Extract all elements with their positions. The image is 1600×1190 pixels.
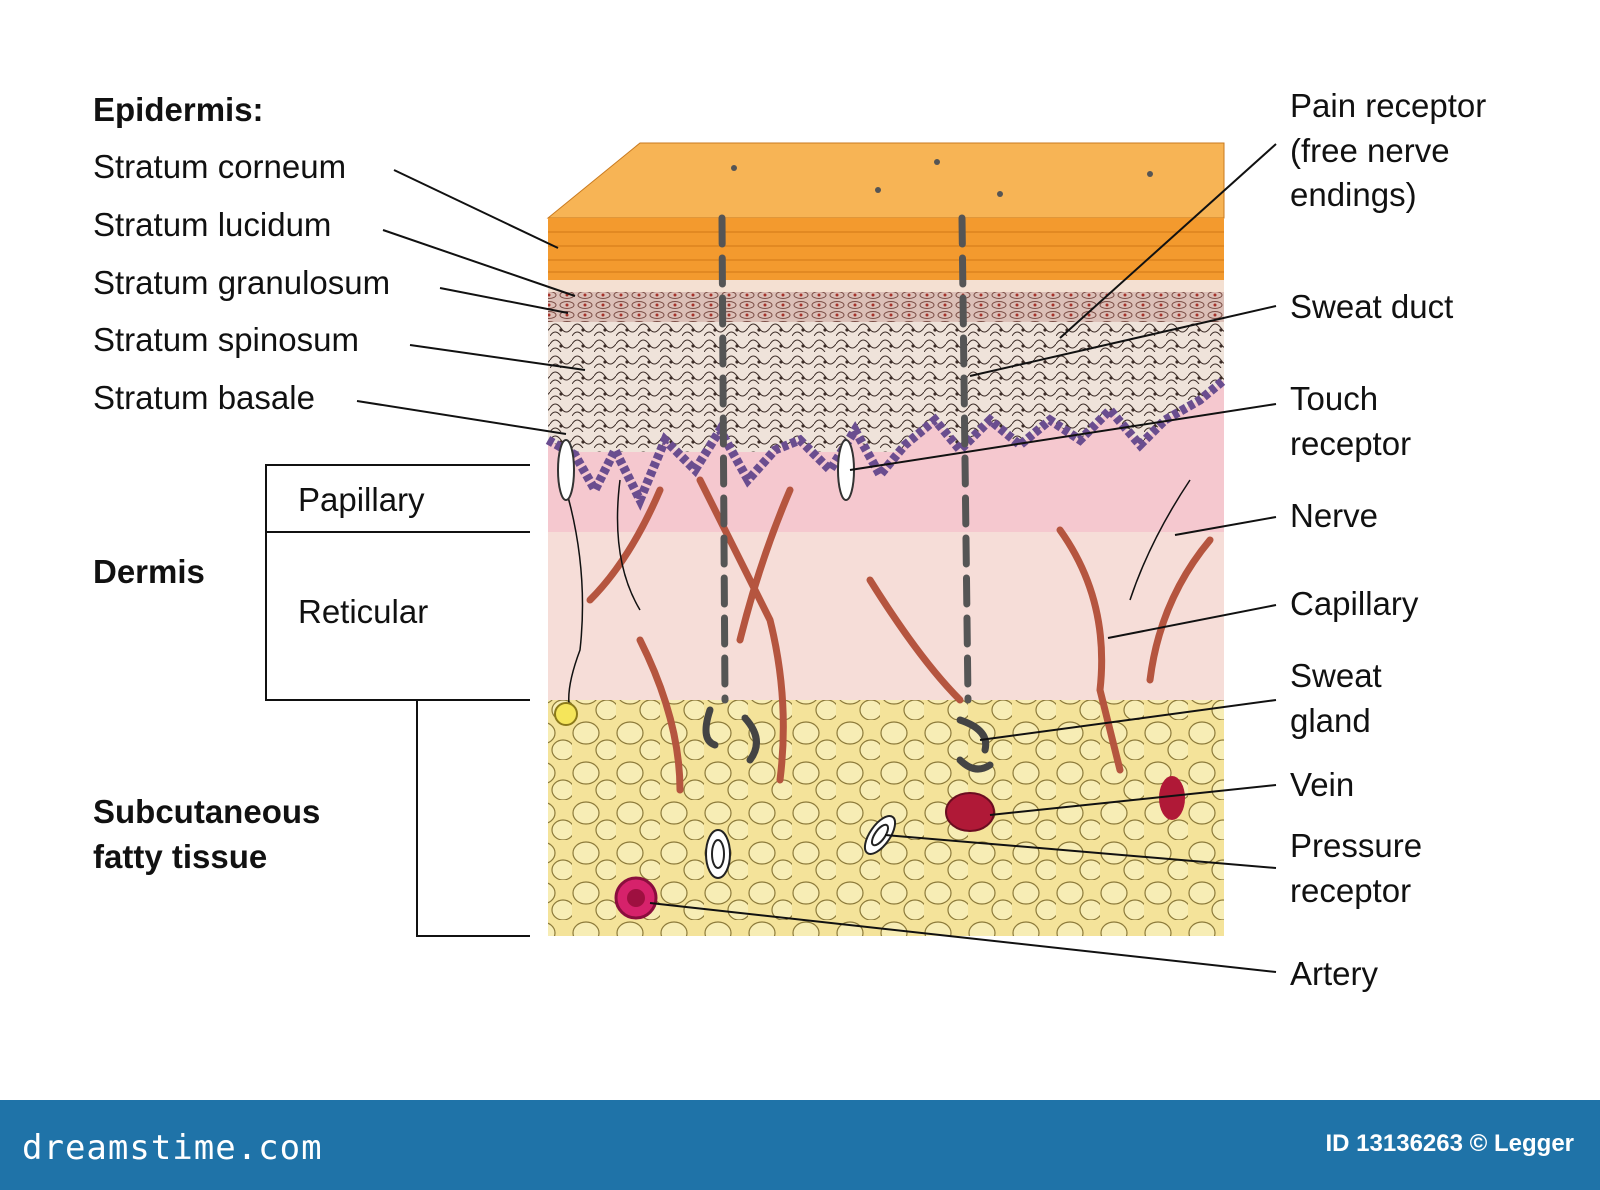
stock-id-text: ID 13136263 © Legger	[1325, 1130, 1574, 1157]
label-sweat-gland: Sweat gland	[1290, 657, 1382, 739]
capillaries	[586, 476, 1214, 794]
footer-bar: dreamstime.com ID 13136263 © Legger	[0, 1100, 1600, 1190]
label-pain-receptor: Pain receptor (free nerve endings)	[1290, 87, 1487, 214]
brand-logo-text[interactable]: dreamstime.com	[22, 1128, 323, 1168]
label-stratum-spinosum: Stratum spinosum	[93, 321, 359, 358]
sweat-ducts	[718, 214, 972, 704]
label-stratum-granulosum: Stratum granulosum	[93, 264, 391, 301]
vein-shape	[945, 792, 995, 832]
skin-top-surface	[546, 142, 1225, 219]
sweat-glands	[702, 706, 994, 773]
label-subcutaneous: Subcutaneous fatty tissue	[93, 793, 321, 875]
label-papillary: Papillary	[298, 481, 425, 518]
label-vein: Vein	[1290, 766, 1355, 803]
skin-diagram: Epidermis: Stratum corneum Stratum lucid…	[93, 87, 1487, 992]
skin-cross-section	[265, 142, 1277, 973]
label-touch-receptor: Touch receptor	[1290, 380, 1412, 462]
label-artery: Artery	[1290, 955, 1379, 992]
leader-lines-left	[356, 169, 586, 435]
stratum-lucidum-layer	[548, 280, 1224, 292]
reticular-dermis	[548, 532, 1224, 700]
label-stratum-corneum: Stratum corneum	[93, 148, 347, 185]
leader-lines-right	[649, 143, 1277, 973]
label-pressure-receptor: Pressure receptor	[1290, 827, 1423, 909]
stratum-basale-layer	[545, 376, 1227, 511]
epidermis-heading: Epidermis:	[93, 91, 264, 128]
dermis-bracket	[265, 464, 530, 937]
stratum-corneum-layer	[548, 218, 1224, 280]
label-stratum-basale: Stratum basale	[93, 379, 315, 416]
label-stratum-lucidum: Stratum lucidum	[93, 206, 332, 243]
label-nerve: Nerve	[1290, 497, 1379, 534]
label-sweat-duct: Sweat duct	[1290, 288, 1454, 325]
label-capillary: Capillary	[1290, 585, 1419, 622]
label-reticular: Reticular	[298, 593, 429, 630]
label-dermis: Dermis	[93, 553, 205, 590]
nerve-fibers	[559, 469, 1191, 711]
pressure-receptor-shapes	[705, 815, 897, 879]
stratum-granulosum-layer	[548, 292, 1224, 322]
